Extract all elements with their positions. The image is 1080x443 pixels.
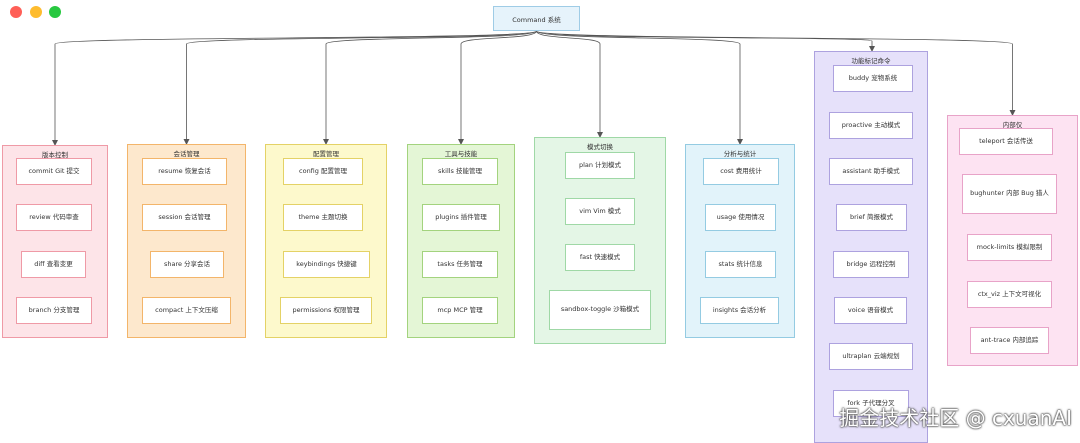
command-node[interactable]: ant-trace 内部追踪 (970, 327, 1049, 354)
edge-root-to-g1 (52, 30, 537, 146)
root-node[interactable]: Command 系统 (493, 6, 580, 31)
edge-root-to-g5 (536, 30, 603, 138)
command-node[interactable]: config 配置管理 (283, 158, 363, 185)
command-node[interactable]: resume 恢复会话 (142, 158, 227, 185)
command-node[interactable]: plugins 插件管理 (422, 204, 500, 231)
command-node[interactable]: permissions 权限管理 (280, 297, 372, 324)
group-title: 工具与技能 (444, 150, 478, 158)
command-node[interactable]: theme 主题切换 (283, 204, 363, 231)
command-node[interactable]: ultraplan 云端规划 (829, 343, 913, 370)
group-title: 会话管理 (173, 150, 200, 158)
edge-root-to-g2 (183, 30, 537, 145)
command-node[interactable]: ctx_viz 上下文可视化 (967, 281, 1052, 308)
command-node[interactable]: voice 语音模式 (834, 297, 907, 324)
window-maximize-button[interactable] (49, 6, 61, 18)
command-node[interactable]: keybindings 快捷键 (283, 251, 370, 278)
command-node[interactable]: insights 会话分析 (700, 297, 779, 324)
edge-root-to-g6 (536, 30, 743, 145)
command-node[interactable]: mock-limits 模拟限制 (967, 234, 1052, 261)
command-node[interactable]: fork 子代理分叉 (833, 390, 909, 417)
command-node[interactable]: commit Git 提交 (16, 158, 92, 185)
command-node[interactable]: plan 计划模式 (565, 152, 635, 179)
group-g7: 功能标记命令 (814, 51, 928, 443)
command-node[interactable]: skills 技能管理 (422, 158, 498, 185)
command-node[interactable]: buddy 宠物系统 (833, 65, 913, 92)
command-node[interactable]: vim Vim 模式 (565, 198, 635, 225)
command-node[interactable]: bridge 远程控制 (833, 251, 909, 278)
command-node[interactable]: assistant 助手模式 (829, 158, 913, 185)
group-title: 版本控制 (42, 151, 68, 159)
edge-root-to-g7 (536, 30, 875, 52)
command-node[interactable]: teleport 会话传送 (959, 128, 1053, 155)
command-node[interactable]: diff 查看变更 (21, 251, 86, 278)
edge-root-to-g8 (536, 30, 1016, 116)
command-node[interactable]: compact 上下文压缩 (142, 297, 231, 324)
group-title: 分析与统计 (723, 150, 757, 158)
group-title: 内部仅 (1002, 121, 1023, 129)
edge-root-to-g4 (458, 30, 537, 145)
group-title: 配置管理 (313, 150, 339, 158)
command-node[interactable]: session 会话管理 (142, 204, 227, 231)
command-node[interactable]: mcp MCP 管理 (422, 297, 498, 324)
group-title: 模式切换 (587, 143, 613, 151)
command-node[interactable]: review 代码审查 (16, 204, 92, 231)
command-node[interactable]: fast 快速模式 (565, 244, 635, 271)
command-node[interactable]: cost 费用统计 (703, 158, 779, 185)
window-minimize-button[interactable] (30, 6, 42, 18)
command-node[interactable]: sandbox-toggle 沙箱模式 (549, 290, 651, 330)
watermark: 掘金技术社区 @ cxuanAI (839, 406, 1072, 430)
command-node[interactable]: tasks 任务管理 (422, 251, 498, 278)
command-node[interactable]: stats 统计信息 (705, 251, 776, 278)
command-node[interactable]: proactive 主动模式 (829, 112, 913, 139)
group-title: 功能标记命令 (851, 57, 891, 65)
command-node[interactable]: share 分享会话 (150, 251, 224, 278)
command-node[interactable]: bughunter 内部 Bug 猎人 (962, 174, 1057, 214)
command-node[interactable]: branch 分支管理 (16, 297, 92, 324)
command-node[interactable]: usage 使用情况 (705, 204, 776, 231)
window-close-button[interactable] (10, 6, 22, 18)
edge-root-to-g3 (323, 30, 537, 145)
command-node[interactable]: brief 简报模式 (836, 204, 907, 231)
